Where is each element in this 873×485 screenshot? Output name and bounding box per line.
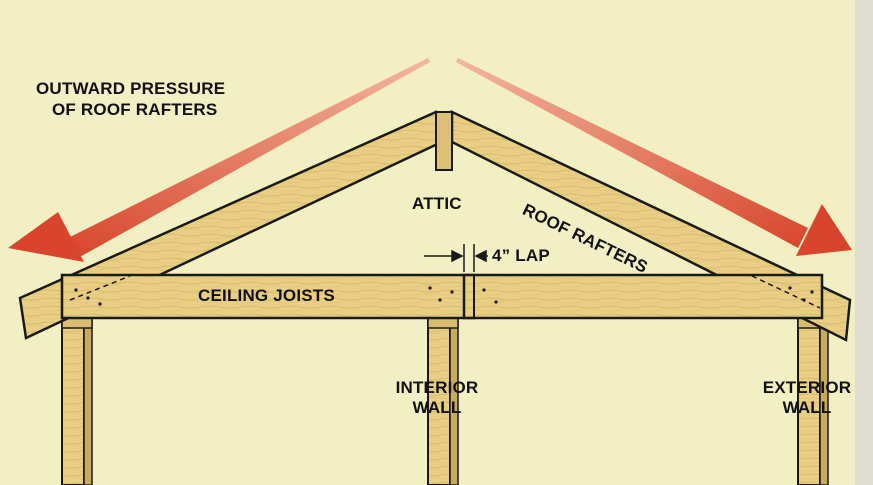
ceiling-joists [60, 273, 824, 320]
lap-label: 4” LAP [492, 246, 550, 265]
outward-pressure-line2: OF ROOF RAFTERS [52, 100, 218, 119]
interior-wall-line2: WALL [412, 398, 462, 417]
ridge-board [435, 111, 453, 171]
interior-wall-label: INTERIOR WALL [382, 378, 492, 418]
lap-dimension [424, 244, 488, 272]
outward-pressure-line1: OUTWARD PRESSURE [36, 79, 226, 98]
page-edge [855, 0, 873, 485]
exterior-wall-line2: WALL [782, 398, 832, 417]
exterior-wall-label: EXTERIOR WALL [752, 378, 862, 418]
exterior-wall-left [61, 317, 93, 485]
interior-wall-line1: INTERIOR [395, 378, 479, 397]
outward-pressure-arrow-right [456, 58, 852, 256]
outward-pressure-label: OUTWARD PRESSURE OF ROOF RAFTERS [36, 78, 225, 120]
ceiling-joists-label: CEILING JOISTS [198, 286, 335, 305]
attic-label: ATTIC [412, 194, 462, 213]
outward-pressure-arrow-left [8, 58, 430, 262]
exterior-wall-line1: EXTERIOR [762, 378, 852, 397]
